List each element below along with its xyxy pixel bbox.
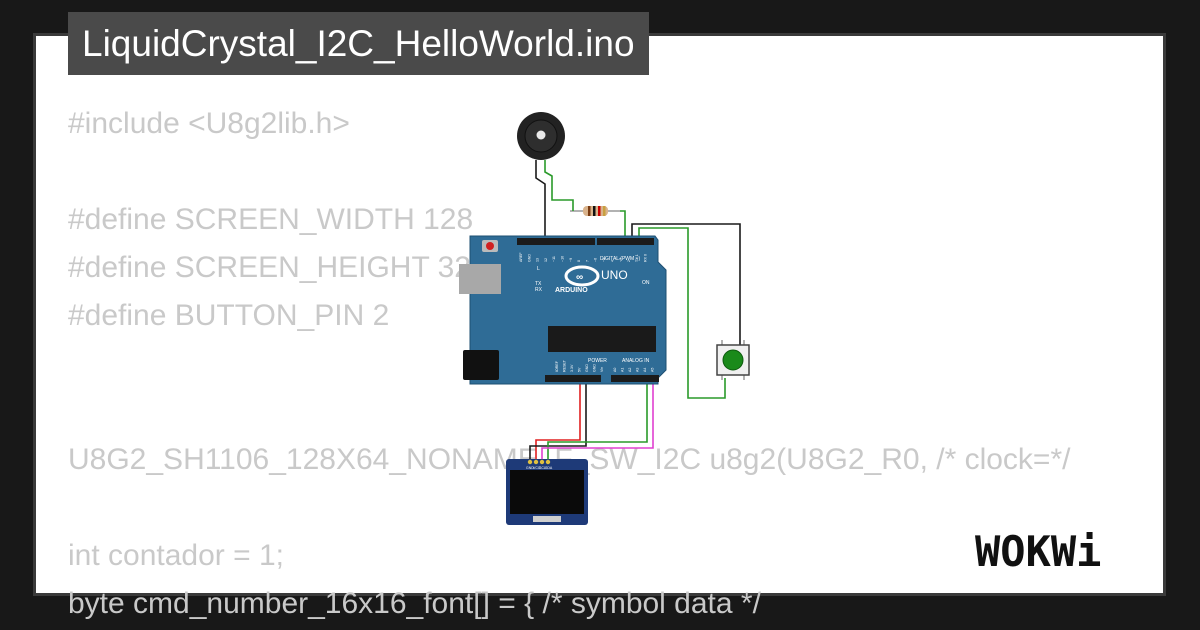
svg-text:∞: ∞ xyxy=(576,272,583,283)
analog-label: ANALOG IN xyxy=(622,358,650,364)
buzzer[interactable] xyxy=(517,112,565,160)
wokwi-logo: WOKWi xyxy=(975,527,1101,576)
pin-label: 7 xyxy=(585,260,589,262)
on-label: ON xyxy=(642,280,650,286)
pin-label: A2 xyxy=(628,368,632,372)
pin-label: A3 xyxy=(636,368,640,372)
pin-label: GND xyxy=(585,364,589,372)
microcontroller-chip xyxy=(548,326,656,352)
code-line: int contador = 1; xyxy=(68,539,284,572)
pin-label: 12 xyxy=(544,258,548,262)
pin-label: TX 1 xyxy=(635,254,639,262)
pin-label: Vin xyxy=(600,367,604,372)
pin-label: RESET xyxy=(563,359,567,372)
arduino-uno-board[interactable]: ∞ UNO ARDUINO DIGITAL (PWM ~) POWER ANAL… xyxy=(459,235,667,385)
code-line: U8G2_SH1106_128X64_NONAME_F_SW_I2C u8g2(… xyxy=(68,443,1071,476)
digital-pin-labels: AREF GND 13 12 ~11 ~10 ~9 8 7 ~6 ~5 4 ~3 2 TX 1 RX 0 xyxy=(519,252,648,262)
oled-pin-label: GND xyxy=(526,466,534,470)
pin-label: A0 xyxy=(613,368,617,372)
resistor[interactable] xyxy=(570,206,620,216)
pin-label: ~6 xyxy=(594,258,598,262)
wires xyxy=(529,160,741,460)
wokwi-logo-text: WOKWi xyxy=(975,527,1101,576)
led-label: TX xyxy=(535,281,542,287)
power-label: POWER xyxy=(588,358,607,364)
pin-label: 5V xyxy=(578,367,582,372)
oled-pin-label: SCL xyxy=(539,466,546,470)
code-line: byte cmd_number_16x16_font[] = { /* symb… xyxy=(68,587,761,620)
code-line: #define BUTTON_PIN 2 xyxy=(68,299,390,332)
code-line: #include <U8g2lib.h> xyxy=(68,107,350,140)
pin-label: ~11 xyxy=(552,256,556,262)
led-label: RX xyxy=(535,287,543,293)
project-title[interactable]: LiquidCrystal_I2C_HelloWorld.ino xyxy=(68,12,649,75)
pin-label: 2 xyxy=(627,260,631,262)
header-digital-left xyxy=(517,238,595,245)
oled-pin-label: SDA xyxy=(545,466,553,470)
pin-label: ~3 xyxy=(619,258,623,262)
pin-label: GND xyxy=(593,364,597,372)
board-model: UNO xyxy=(601,268,628,282)
pin-label: A5 xyxy=(651,368,655,372)
digital-label: DIGITAL (PWM ~) xyxy=(600,256,640,262)
header-digital-right xyxy=(597,238,654,245)
pin-label: 4 xyxy=(610,260,614,262)
pin-label: 8 xyxy=(577,260,581,262)
pin-label: IOREF xyxy=(555,360,559,372)
pin-label: 3.3V xyxy=(570,364,574,372)
power-jack xyxy=(463,350,499,380)
pin-label: 13 xyxy=(536,258,540,262)
pin-label: ~10 xyxy=(561,256,565,262)
pin-label: RX 0 xyxy=(644,254,648,262)
oled-display[interactable]: GND VCC SCL SDA xyxy=(506,459,588,525)
pin-label: AREF xyxy=(519,252,523,262)
header-analog xyxy=(611,375,659,382)
pin-label: ~9 xyxy=(569,258,573,262)
header-power xyxy=(545,375,601,382)
push-button[interactable] xyxy=(716,340,750,380)
board-brand: ARDUINO xyxy=(555,287,588,294)
code-preview: #include <U8g2lib.h> #define SCREEN_WIDT… xyxy=(68,100,1163,620)
usb-port xyxy=(459,264,501,294)
pin-label: A1 xyxy=(621,368,625,372)
pin-label: GND xyxy=(527,254,531,262)
code-line: #define SCREEN_HEIGHT 32 xyxy=(68,251,471,284)
oled-screen xyxy=(510,470,584,514)
code-line: #define SCREEN_WIDTH 128 xyxy=(68,203,474,236)
pin-label: A4 xyxy=(643,368,647,372)
oled-pin-label: VCC xyxy=(533,466,541,470)
led-label: L xyxy=(537,266,540,272)
arduino-logo-icon xyxy=(564,265,600,287)
pin-label: ~5 xyxy=(602,258,606,262)
